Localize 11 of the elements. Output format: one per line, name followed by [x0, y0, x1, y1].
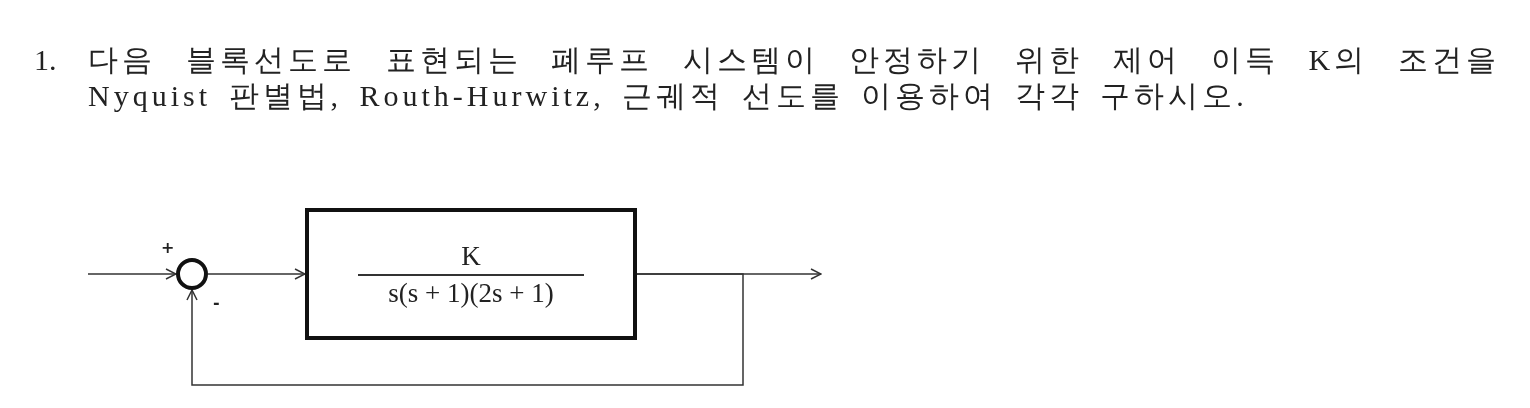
signal-arrow	[87, 268, 177, 280]
sign-label: -	[213, 295, 220, 311]
feedback-arrow	[186, 273, 744, 386]
denominator: s(s + 1)(2s + 1)	[388, 277, 554, 308]
sign-label: +	[161, 240, 175, 256]
signal-arrow	[207, 268, 306, 280]
question-number: 1.	[34, 42, 57, 78]
question-text: 다음 블록선도로 표현되는 폐루프 시스템이 안정하기 위한 제어 이득 K의 조건을 Nyquist 판별법, Routh-Hurwitz, 근궤적 선도를 이용하여 각각 구하시오.	[88, 42, 1500, 114]
numerator: K	[461, 240, 481, 271]
transfer-function-block	[305, 208, 637, 340]
summing-junction	[176, 258, 208, 290]
